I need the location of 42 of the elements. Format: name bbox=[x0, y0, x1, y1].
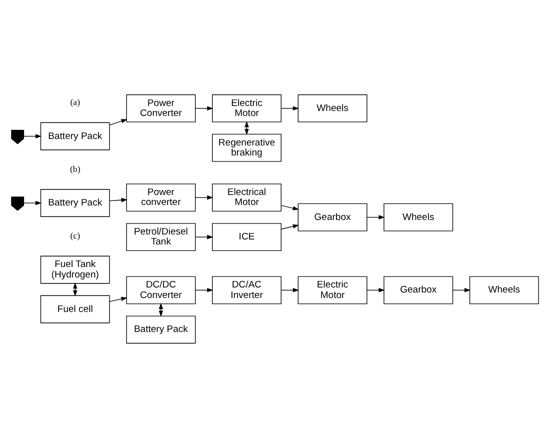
node-box: Wheels bbox=[469, 276, 539, 304]
arrow bbox=[280, 106, 300, 110]
arrow bbox=[195, 288, 214, 292]
node-plug bbox=[11, 196, 24, 210]
label: (b) bbox=[70, 163, 80, 174]
arrow bbox=[195, 194, 214, 200]
node-box: Electric Motor bbox=[298, 276, 368, 304]
node-box: Regenerative braking bbox=[212, 133, 282, 162]
arrow bbox=[280, 224, 299, 229]
arrow bbox=[366, 288, 385, 292]
node-box: DC/AC Inverter bbox=[212, 276, 282, 304]
node-box: Petrol/Diesel Tank bbox=[126, 222, 196, 250]
arrow bbox=[24, 200, 42, 205]
label: (c) bbox=[70, 230, 80, 240]
node-box: Gearbox bbox=[384, 276, 454, 304]
node-box: Fuel Tank (Hydrogen) bbox=[40, 255, 110, 284]
arrow bbox=[109, 296, 128, 302]
arrow bbox=[195, 106, 214, 110]
arrow bbox=[158, 302, 164, 316]
node-box: Wheels bbox=[384, 202, 454, 231]
node-plug bbox=[11, 129, 24, 144]
arrow bbox=[452, 288, 471, 292]
label: (a) bbox=[70, 96, 80, 107]
arrow bbox=[280, 204, 299, 210]
node-box: Battery Pack bbox=[126, 315, 196, 344]
arrow bbox=[280, 288, 300, 292]
node-box: Battery Pack bbox=[40, 188, 110, 216]
node-box: Battery Pack bbox=[40, 122, 110, 150]
node-box: Power converter bbox=[126, 183, 196, 211]
arrow bbox=[109, 197, 128, 202]
arrow bbox=[366, 214, 385, 219]
node-box: DC/DC Converter bbox=[126, 276, 196, 304]
node-box: ICE bbox=[212, 222, 282, 250]
node-box: Fuel cell bbox=[40, 294, 110, 323]
node-box: Power Converter bbox=[126, 94, 196, 122]
node-box: Electric Motor bbox=[212, 94, 282, 122]
node-box: Wheels bbox=[298, 94, 368, 122]
arrow bbox=[195, 234, 214, 239]
node-box: Gearbox bbox=[298, 202, 368, 231]
arrow bbox=[24, 134, 42, 138]
node-box: Electrical Motor bbox=[212, 183, 282, 211]
arrow bbox=[109, 118, 128, 125]
